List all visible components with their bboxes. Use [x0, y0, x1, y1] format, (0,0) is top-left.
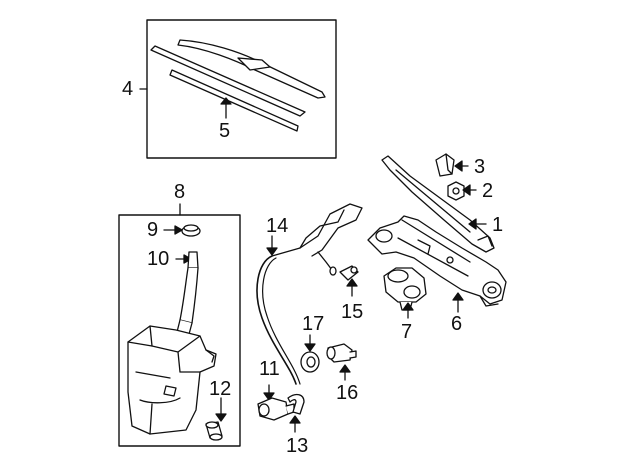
- callout-14: 14: [266, 215, 289, 237]
- washer-nozzle: [339, 265, 359, 281]
- rear-washer-pump: [326, 343, 357, 363]
- callout-17: 17: [302, 313, 325, 335]
- washer-hose: [256, 203, 363, 385]
- callout-3: 3: [474, 156, 486, 178]
- arrow-1: [468, 218, 477, 230]
- pivot-cap: [435, 153, 455, 177]
- callout-8: 8: [174, 181, 186, 203]
- wiper-blade-refill: [169, 69, 299, 132]
- wiper-blade-body: [177, 39, 326, 99]
- callout-15: 15: [341, 301, 364, 323]
- callout-1: 1: [492, 214, 504, 236]
- washer-reservoir-tank: [127, 325, 217, 435]
- callout-16: 16: [336, 382, 359, 404]
- callout-12: 12: [209, 378, 232, 400]
- callout-4: 4: [122, 78, 134, 100]
- wiper-linkage: [367, 215, 507, 307]
- pump-seal-grommet: [300, 351, 320, 373]
- arrow-9: [174, 225, 183, 235]
- hose-elbow: [287, 393, 305, 415]
- arrow-12: [215, 413, 227, 422]
- callout-6: 6: [451, 313, 463, 335]
- arrow-10: [183, 254, 192, 264]
- arrow-11: [263, 392, 275, 401]
- washer-inlet-pipe: [175, 251, 199, 339]
- callout-7: 7: [401, 321, 413, 343]
- callout-9: 9: [147, 219, 159, 241]
- callout-2: 2: [482, 180, 494, 202]
- arrow-15: [346, 278, 358, 287]
- arrow-13: [289, 415, 301, 424]
- callout-13: 13: [286, 435, 309, 457]
- arrow-16: [339, 364, 351, 373]
- washer-pump: [257, 397, 295, 421]
- callout-10: 10: [147, 248, 170, 270]
- wiper-blade-clip: [237, 57, 271, 71]
- arrow-6: [452, 292, 464, 301]
- pump-grommet: [205, 421, 223, 441]
- callout-5: 5: [219, 120, 231, 142]
- arrow-7: [402, 302, 414, 311]
- arrow-17: [304, 343, 316, 352]
- arrow-5: [220, 97, 232, 105]
- callout-11: 11: [259, 358, 280, 380]
- wiper-arm: [381, 155, 495, 253]
- arrow-3: [454, 160, 463, 172]
- wiper-blade-strip: [150, 45, 306, 117]
- wiper-motor: [383, 267, 427, 311]
- arm-nut: [447, 181, 465, 201]
- arrow-2: [462, 184, 471, 196]
- wiper-blade-group: [150, 39, 326, 132]
- arrow-14: [266, 247, 278, 256]
